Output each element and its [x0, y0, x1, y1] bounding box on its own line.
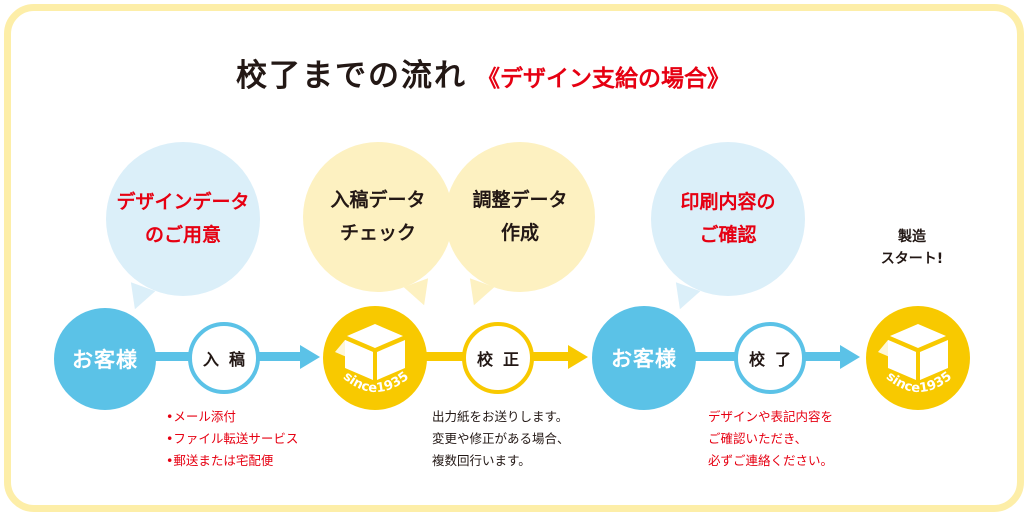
step-label: 校正 [476, 350, 529, 369]
node-customer: お客様 [54, 308, 156, 410]
arrow-head [568, 345, 588, 369]
step-label: 入稿 [202, 350, 255, 369]
page-title: 校了までの流れ 《デザイン支給の場合》 [236, 50, 730, 94]
box-icon: since1935 [335, 324, 412, 396]
note-line: 必ずご連絡ください。 [708, 453, 834, 468]
note-line: ご確認いただき、 [708, 431, 808, 446]
bubble-text: デザインデータ [116, 191, 250, 213]
note-line: 出力紙をお送りします。 [432, 409, 569, 424]
bubble-text: のご用意 [144, 224, 221, 246]
note-line: •メール添付 [166, 409, 236, 424]
arrow-head [300, 345, 320, 369]
step-final-proof: 校了 [734, 322, 806, 394]
bubble-design-data: デザインデータ のご用意 [106, 142, 260, 314]
bubble-text: 調整データ [472, 189, 568, 211]
bubble-text: 入稿データ [330, 189, 426, 211]
bubble-text: 印刷内容の [680, 191, 776, 213]
bubble-text: 製造 [898, 229, 926, 245]
note-line: 変更や修正がある場合、 [432, 431, 570, 446]
svg-text:since1935: since1935 [340, 369, 412, 396]
bubble-submission-check: 入稿データ チェック [303, 142, 453, 310]
svg-text:since1935: since1935 [883, 369, 955, 396]
step-label: 校了 [748, 350, 801, 369]
note-line: •ファイル転送サービス [166, 431, 299, 446]
bubble-adjustment: 調整データ 作成 [445, 142, 595, 310]
bubble-content-confirm: 印刷内容の ご確認 [651, 142, 805, 314]
node-label: お客様 [72, 348, 138, 372]
note-line: •郵送または宅配便 [166, 453, 274, 468]
logo-text: since1935 [883, 369, 955, 396]
note-line: デザインや表記内容を [708, 409, 834, 424]
step-submission: 入稿 [188, 322, 260, 394]
box-icon: since1935 [878, 324, 955, 396]
arrow-head [840, 345, 860, 369]
node-company: since1935 [866, 306, 970, 410]
step-proof: 校正 [462, 322, 534, 394]
note-proof-info: 出力紙をお送りします。 変更や修正がある場合、 複数回行います。 [432, 406, 570, 472]
node-company: since1935 [323, 306, 427, 410]
bubble-production-start: 製造 スタート! [860, 196, 964, 316]
bubble-text: ご確認 [699, 224, 757, 246]
note-submission-methods: •メール添付 •ファイル転送サービス •郵送または宅配便 [166, 406, 298, 472]
bubble-text: チェック [339, 222, 416, 244]
bubble-text: 作成 [500, 222, 539, 244]
title-sub: 《デザイン支給の場合》 [477, 66, 730, 92]
bubble-text: スタート! [880, 251, 944, 267]
note-confirm-info: デザインや表記内容を ご確認いただき、 必ずご連絡ください。 [708, 406, 833, 472]
node-customer: お客様 [592, 306, 696, 410]
logo-text: since1935 [340, 369, 412, 396]
note-line: 複数回行います。 [432, 453, 531, 468]
title-main: 校了までの流れ [236, 58, 467, 94]
node-label: お客様 [611, 347, 677, 371]
